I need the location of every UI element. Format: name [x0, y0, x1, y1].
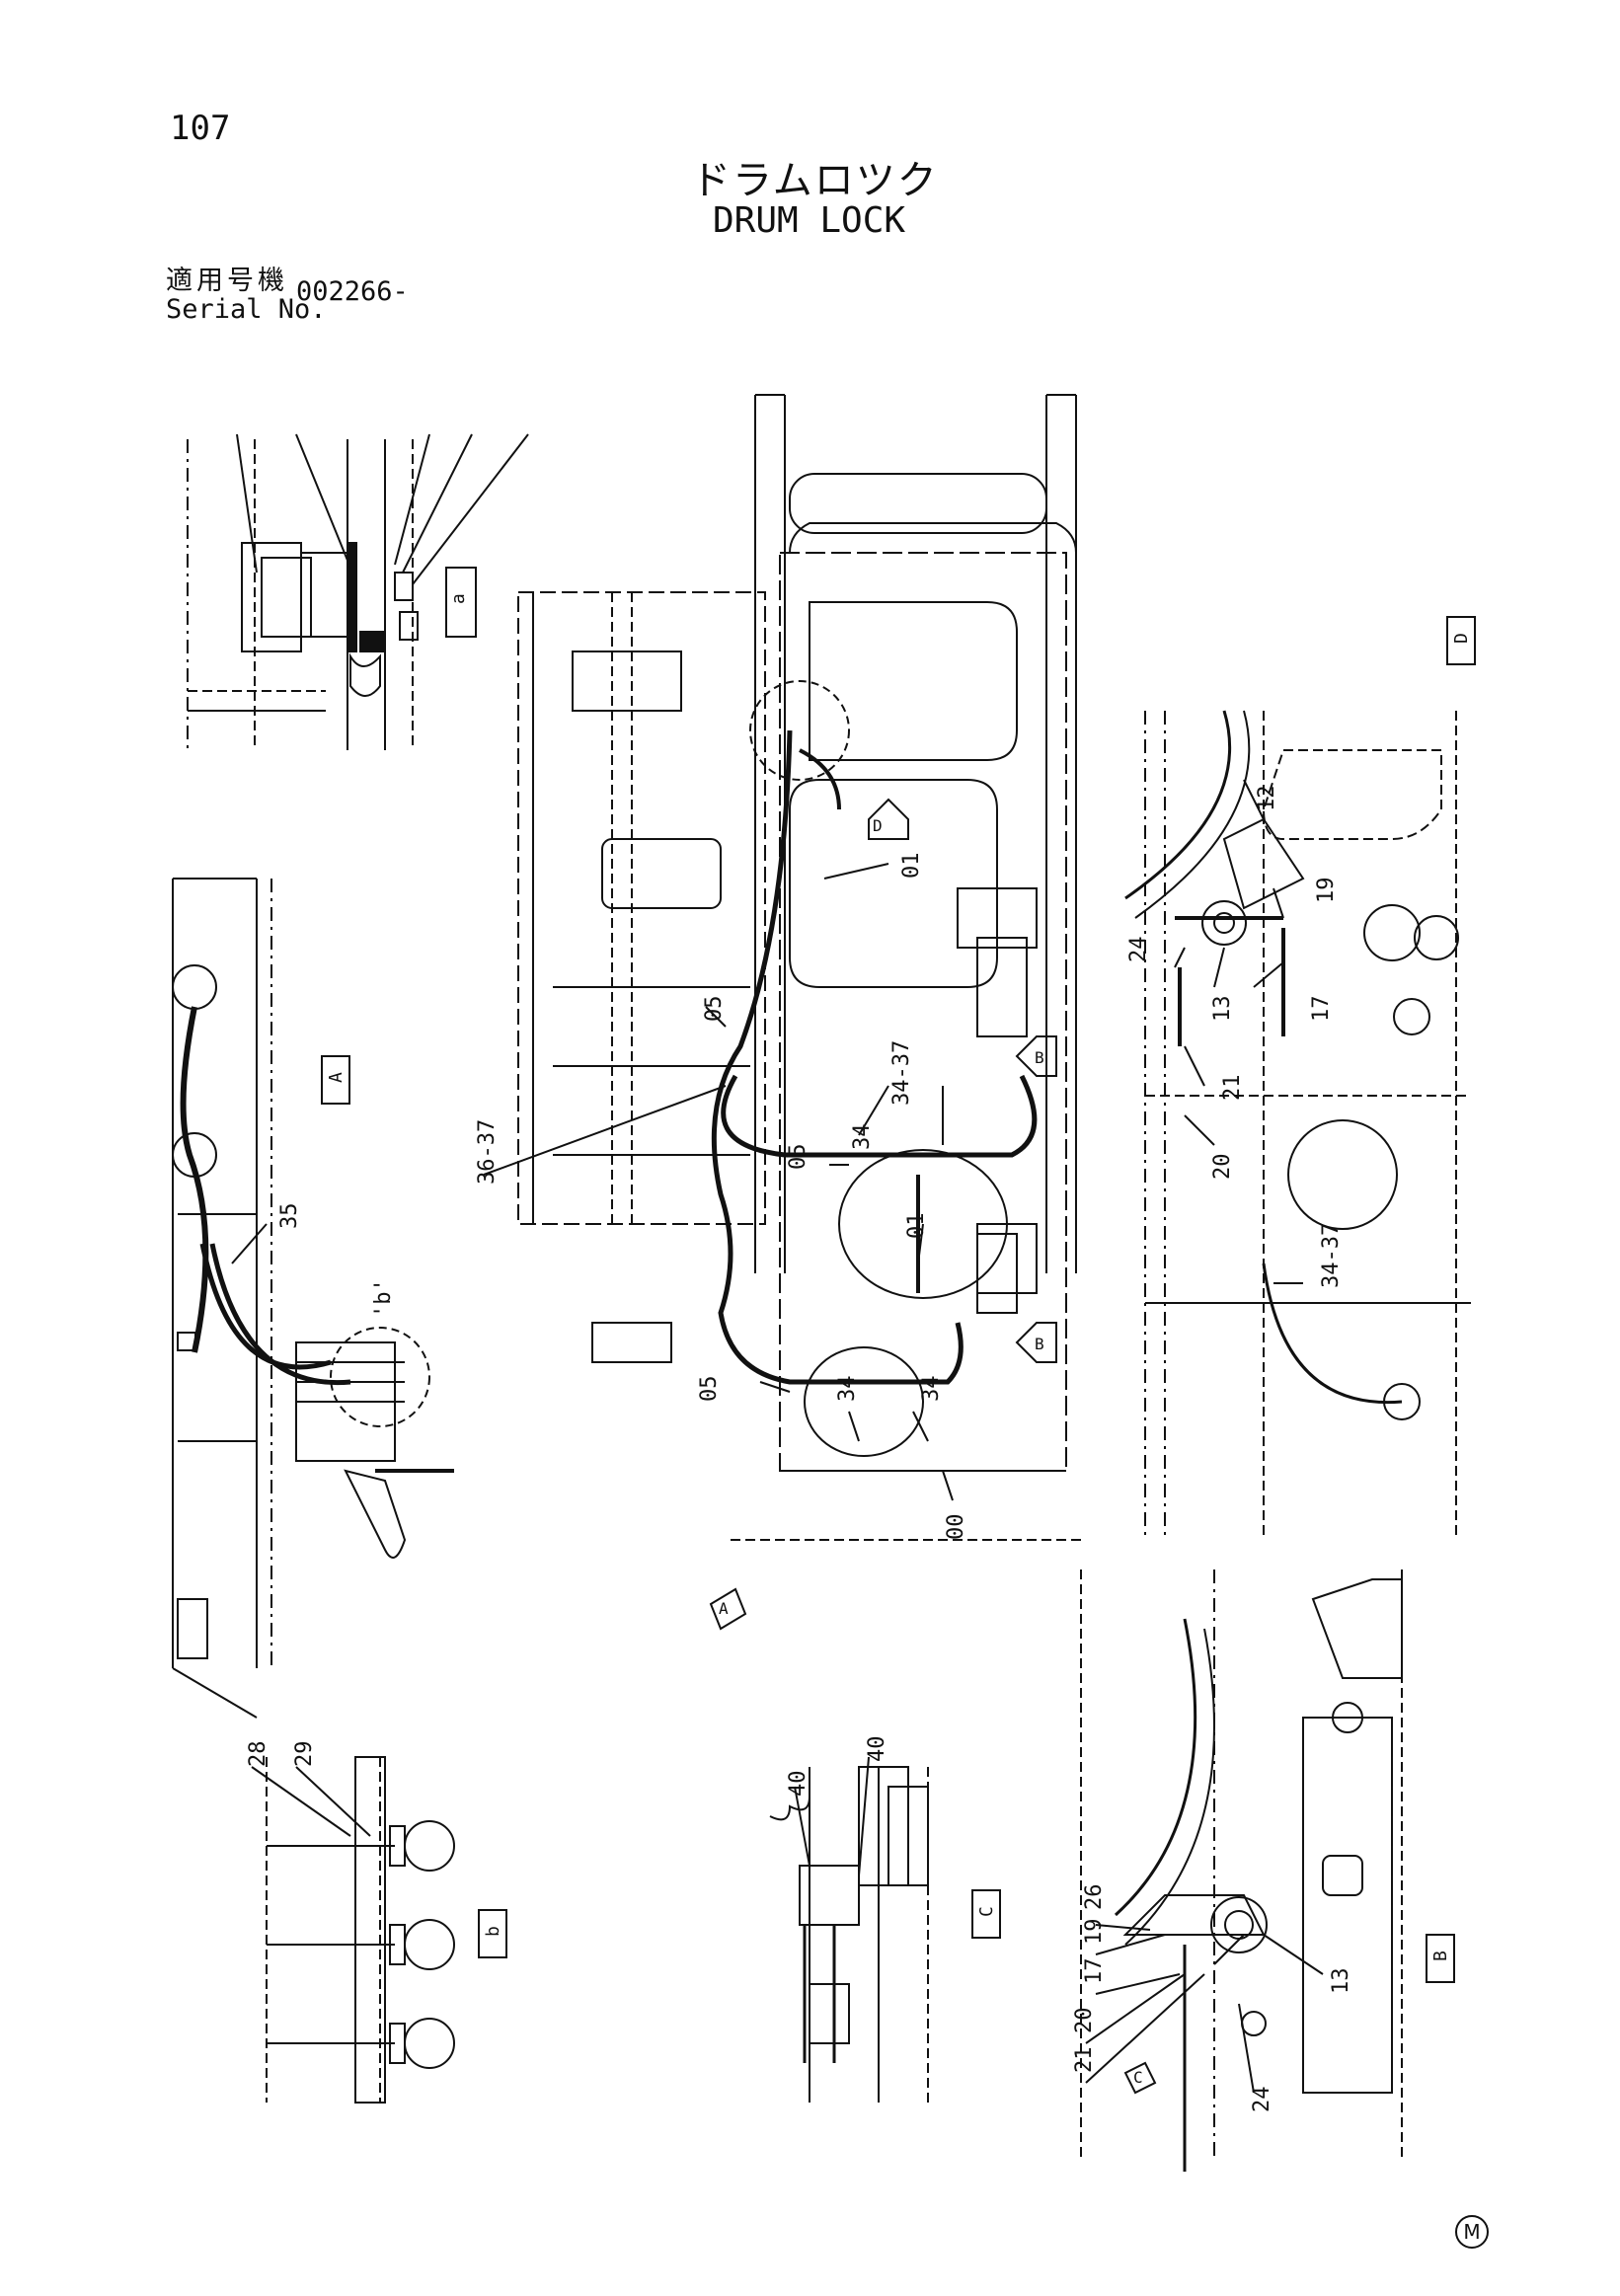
title-english: DRUM LOCK — [713, 200, 906, 241]
detail-a-group: a — [187, 433, 529, 750]
view-a-group: A 35 'b' — [172, 878, 454, 1719]
callout-view-c-40a: 40 — [786, 1771, 810, 1798]
callout-view-d-13: 13 — [1210, 996, 1235, 1023]
callout-view-b-21: 21 — [1072, 2047, 1097, 2074]
view-b-group: C B 26 19 17 20 21 24 13 — [1072, 1569, 1455, 2172]
callout-view-d-34-37: 34-37 — [1319, 1223, 1344, 1288]
detail-b-label: b — [483, 1926, 503, 1937]
callout-main-34b: 34 — [835, 1376, 860, 1403]
view-b-label: B — [1430, 1951, 1451, 1961]
callout-view-d-24: 24 — [1126, 937, 1151, 963]
footer-m-mark: M — [1455, 2215, 1489, 2249]
arrow-a-label: A — [719, 1599, 729, 1618]
callout-view-b-24: 24 — [1250, 2087, 1274, 2113]
arrow-d-label: D — [873, 816, 883, 835]
callout-main-05b: 05 — [786, 1144, 810, 1171]
callout-view-b-19: 19 — [1082, 1919, 1107, 1946]
view-a-label: A — [326, 1072, 347, 1083]
callout-main-34c: 34 — [919, 1376, 944, 1403]
callout-main-05a: 05 — [702, 996, 727, 1023]
callout-view-d-19: 19 — [1314, 878, 1339, 904]
callout-view-d-12: 12 — [1255, 786, 1279, 812]
main-frame-group: D B B A 01 05 36-37 34-37 34 05 01 05 34… — [475, 394, 1086, 1631]
view-d-label: D — [1451, 633, 1472, 644]
title-japanese: ドラムロツク — [691, 158, 939, 203]
detail-a-label: a — [448, 593, 469, 604]
callout-main-36-37: 36-37 — [475, 1119, 500, 1185]
view-d-group: D 12 19 24 13 17 21 20 34-37 — [1124, 616, 1476, 1540]
callout-view-c-40b: 40 — [865, 1736, 889, 1763]
callout-view-d-21: 21 — [1220, 1075, 1245, 1102]
view-c-group: C 40 40 — [769, 1736, 1001, 2103]
serial-label-japanese: 適用号機 — [166, 266, 288, 296]
serial-label-english: Serial No. — [166, 294, 327, 325]
callout-view-b-26: 26 — [1082, 1884, 1107, 1911]
callout-view-b-13: 13 — [1329, 1968, 1353, 1995]
callout-view-d-20: 20 — [1210, 1154, 1235, 1181]
callout-main-05c: 05 — [697, 1376, 722, 1403]
detail-b-group: b 28 29 — [246, 1741, 507, 2104]
callout-main-00: 00 — [944, 1514, 968, 1541]
callout-main-01a: 01 — [899, 853, 924, 880]
serial-number-value: 002266- — [296, 276, 409, 307]
callout-main-34-37: 34-37 — [889, 1040, 914, 1106]
arrow-c-label: C — [1133, 2068, 1143, 2087]
callout-view-a-b: 'b' — [371, 1278, 396, 1318]
arrow-b2-label: B — [1035, 1335, 1044, 1353]
callout-view-b-17: 17 — [1082, 1958, 1107, 1985]
view-c-label: C — [976, 1906, 997, 1917]
callout-main-01b: 01 — [904, 1213, 929, 1240]
callout-view-d-17: 17 — [1309, 996, 1334, 1023]
callout-main-34a: 34 — [850, 1124, 875, 1151]
arrow-b1-label: B — [1035, 1048, 1044, 1067]
callout-detail-b-28: 28 — [246, 1741, 270, 1768]
callout-detail-b-29: 29 — [292, 1741, 317, 1768]
callout-view-b-20: 20 — [1072, 2008, 1097, 2034]
page-number: 107 — [170, 109, 231, 148]
callout-view-a-35: 35 — [277, 1203, 302, 1230]
